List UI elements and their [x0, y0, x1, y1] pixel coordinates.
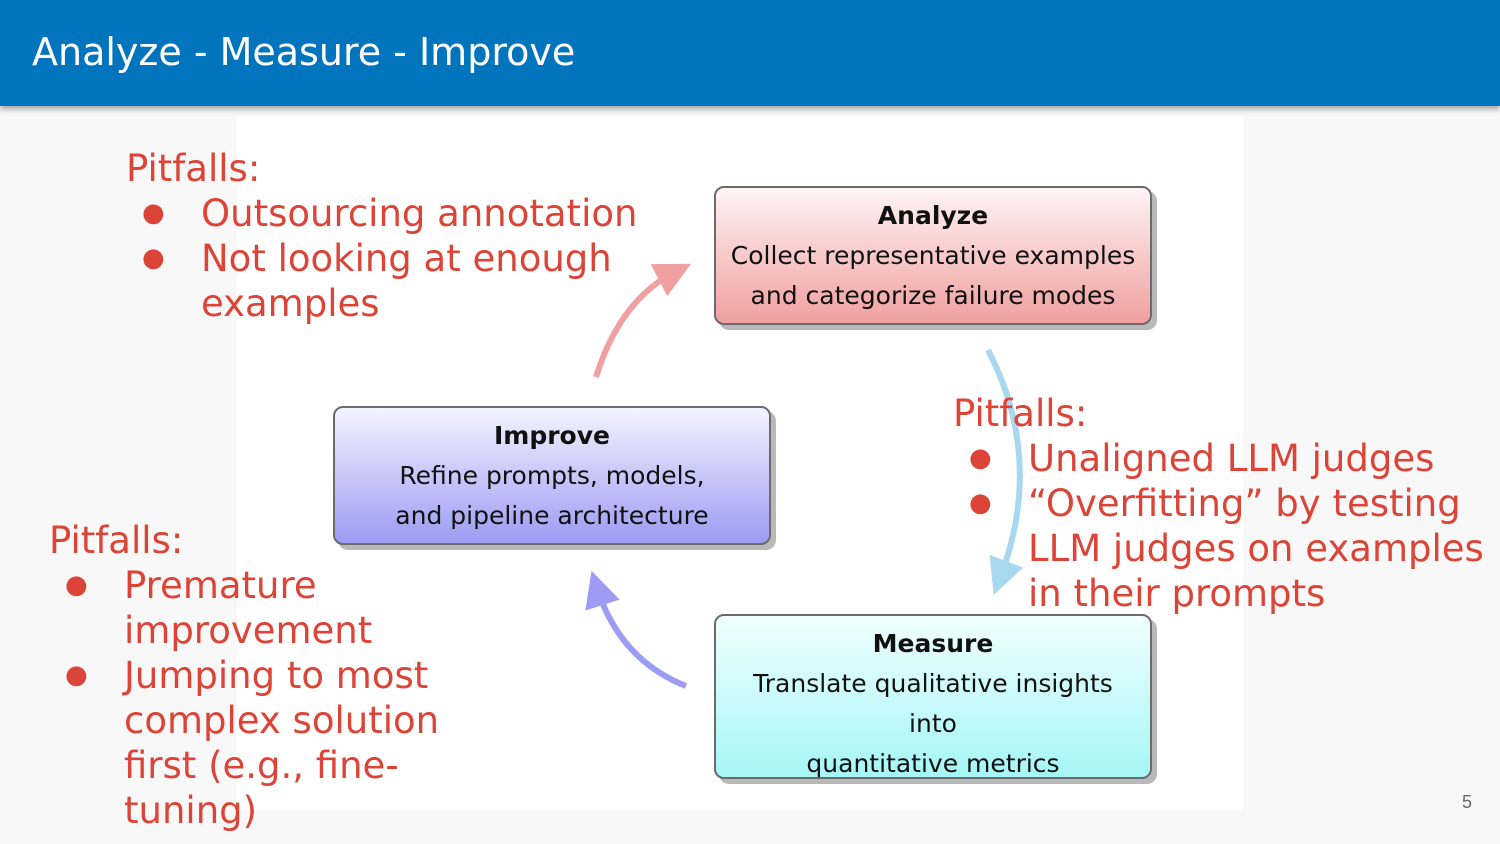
slide-header: Analyze - Measure - Improve	[0, 0, 1500, 106]
arrow-improve-to-analyze	[593, 263, 692, 378]
pitfall-item: Not looking at enough examples	[126, 236, 616, 326]
arrow-measure-to-improve	[585, 570, 688, 689]
pitfall-item: Unaligned LLM judges	[953, 436, 1493, 481]
page-number: 5	[1462, 792, 1473, 812]
pitfall-item: “Overfitting” by testing LLM judges on e…	[953, 481, 1493, 616]
improve-box: Improve Refine prompts, models, and pipe…	[333, 406, 771, 545]
measure-line: Translate qualitative insights	[753, 669, 1113, 698]
pitfall-item: Premature improvement	[49, 563, 449, 653]
pitfalls-heading: Pitfalls:	[49, 519, 184, 562]
measure-line: into	[909, 709, 957, 738]
analyze-pitfalls: Pitfalls: Outsourcing annotation Not loo…	[126, 146, 646, 326]
measure-pitfalls: Pitfalls: Unaligned LLM judges “Overfitt…	[953, 391, 1493, 616]
pitfalls-heading: Pitfalls:	[953, 392, 1088, 435]
measure-box: Measure Translate qualitative insights i…	[714, 614, 1152, 779]
analyze-line: Collect representative examples	[730, 241, 1136, 270]
analyze-box: Analyze Collect representative examples …	[714, 186, 1152, 325]
improve-pitfalls: Pitfalls: Premature improvement Jumping …	[49, 518, 449, 833]
slide-title: Analyze - Measure - Improve	[32, 30, 576, 74]
improve-line: and pipeline architecture	[395, 501, 709, 530]
improve-line: Refine prompts, models,	[399, 461, 705, 490]
pitfalls-heading: Pitfalls:	[126, 147, 261, 190]
analyze-title: Analyze	[877, 201, 989, 230]
measure-line: quantitative metrics	[806, 749, 1060, 778]
measure-title: Measure	[872, 629, 994, 658]
analyze-line: and categorize failure modes	[750, 281, 1116, 310]
pitfall-item: Outsourcing annotation	[126, 191, 646, 236]
improve-title: Improve	[493, 421, 610, 450]
pitfall-item: Jumping to most complex solution first (…	[49, 653, 449, 833]
